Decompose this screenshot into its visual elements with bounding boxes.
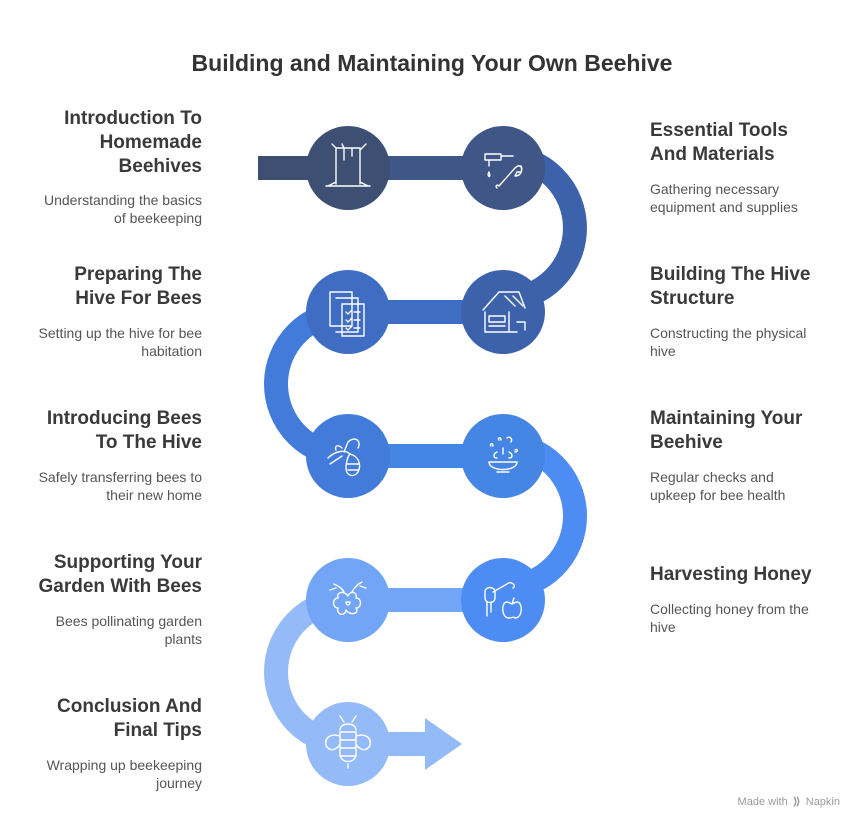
step-circle-2 (461, 126, 545, 210)
step-4-description: Setting up the hive for bee habitation (38, 325, 202, 359)
path-arrowhead (425, 718, 462, 770)
bee-icon (327, 438, 361, 477)
honey-dipper-apple-icon (484, 581, 522, 619)
step-6-title: Maintaining Your Beehive (650, 408, 803, 453)
step-2-description: Gathering necessary equipment and suppli… (650, 181, 798, 215)
house-construction-icon (482, 291, 526, 333)
step-1-title: Introduction To Homemade Beehives (64, 108, 202, 177)
checklist-icon (329, 291, 365, 337)
step-9-description: Wrapping up beekeeping journey (46, 757, 202, 791)
step-circle-6 (461, 414, 545, 498)
footer-brand: Napkin (805, 796, 840, 808)
step-9-title: Conclusion And Final Tips (57, 696, 202, 741)
footer-prefix: Made with (737, 796, 788, 808)
step-6-description: Regular checks and upkeep for bee health (650, 469, 786, 503)
bowl-icon (488, 436, 518, 473)
bee-body-icon (324, 715, 372, 769)
flower-pollination-icon (329, 581, 367, 615)
napkin-logo-icon: ⟫ (792, 796, 801, 808)
step-circle-3 (461, 270, 545, 354)
step-circle-9 (306, 702, 390, 786)
step-circle-4 (306, 270, 390, 354)
step-2-title: Essential Tools And Materials (650, 120, 788, 165)
step-4-title: Preparing The Hive For Bees (74, 264, 202, 309)
step-3-title: Building The Hive Structure (650, 264, 811, 309)
step-3-description: Constructing the physical hive (650, 325, 807, 359)
step-7-title: Harvesting Honey (650, 564, 812, 585)
step-circle-1 (306, 126, 390, 210)
tools-icon (484, 153, 523, 189)
step-8-title: Supporting Your Garden With Bees (38, 552, 202, 597)
step-5-description: Safely transferring bees to their new ho… (38, 469, 202, 503)
page-title: Building and Maintaining Your Own Beehiv… (191, 50, 673, 76)
step-5-title: Introducing Bees To The Hive (46, 408, 202, 453)
tree-stump-icon (325, 143, 371, 187)
step-circle-8 (306, 558, 390, 642)
step-7-description: Collecting honey from the hive (650, 601, 809, 635)
step-circle-7 (461, 558, 545, 642)
made-with-napkin-footer: Made with ⟫ Napkin (738, 795, 840, 808)
step-1-description: Understanding the basics of beekeeping (44, 192, 202, 226)
step-8-description: Bees pollinating garden plants (55, 613, 202, 647)
step-circles (306, 126, 545, 786)
